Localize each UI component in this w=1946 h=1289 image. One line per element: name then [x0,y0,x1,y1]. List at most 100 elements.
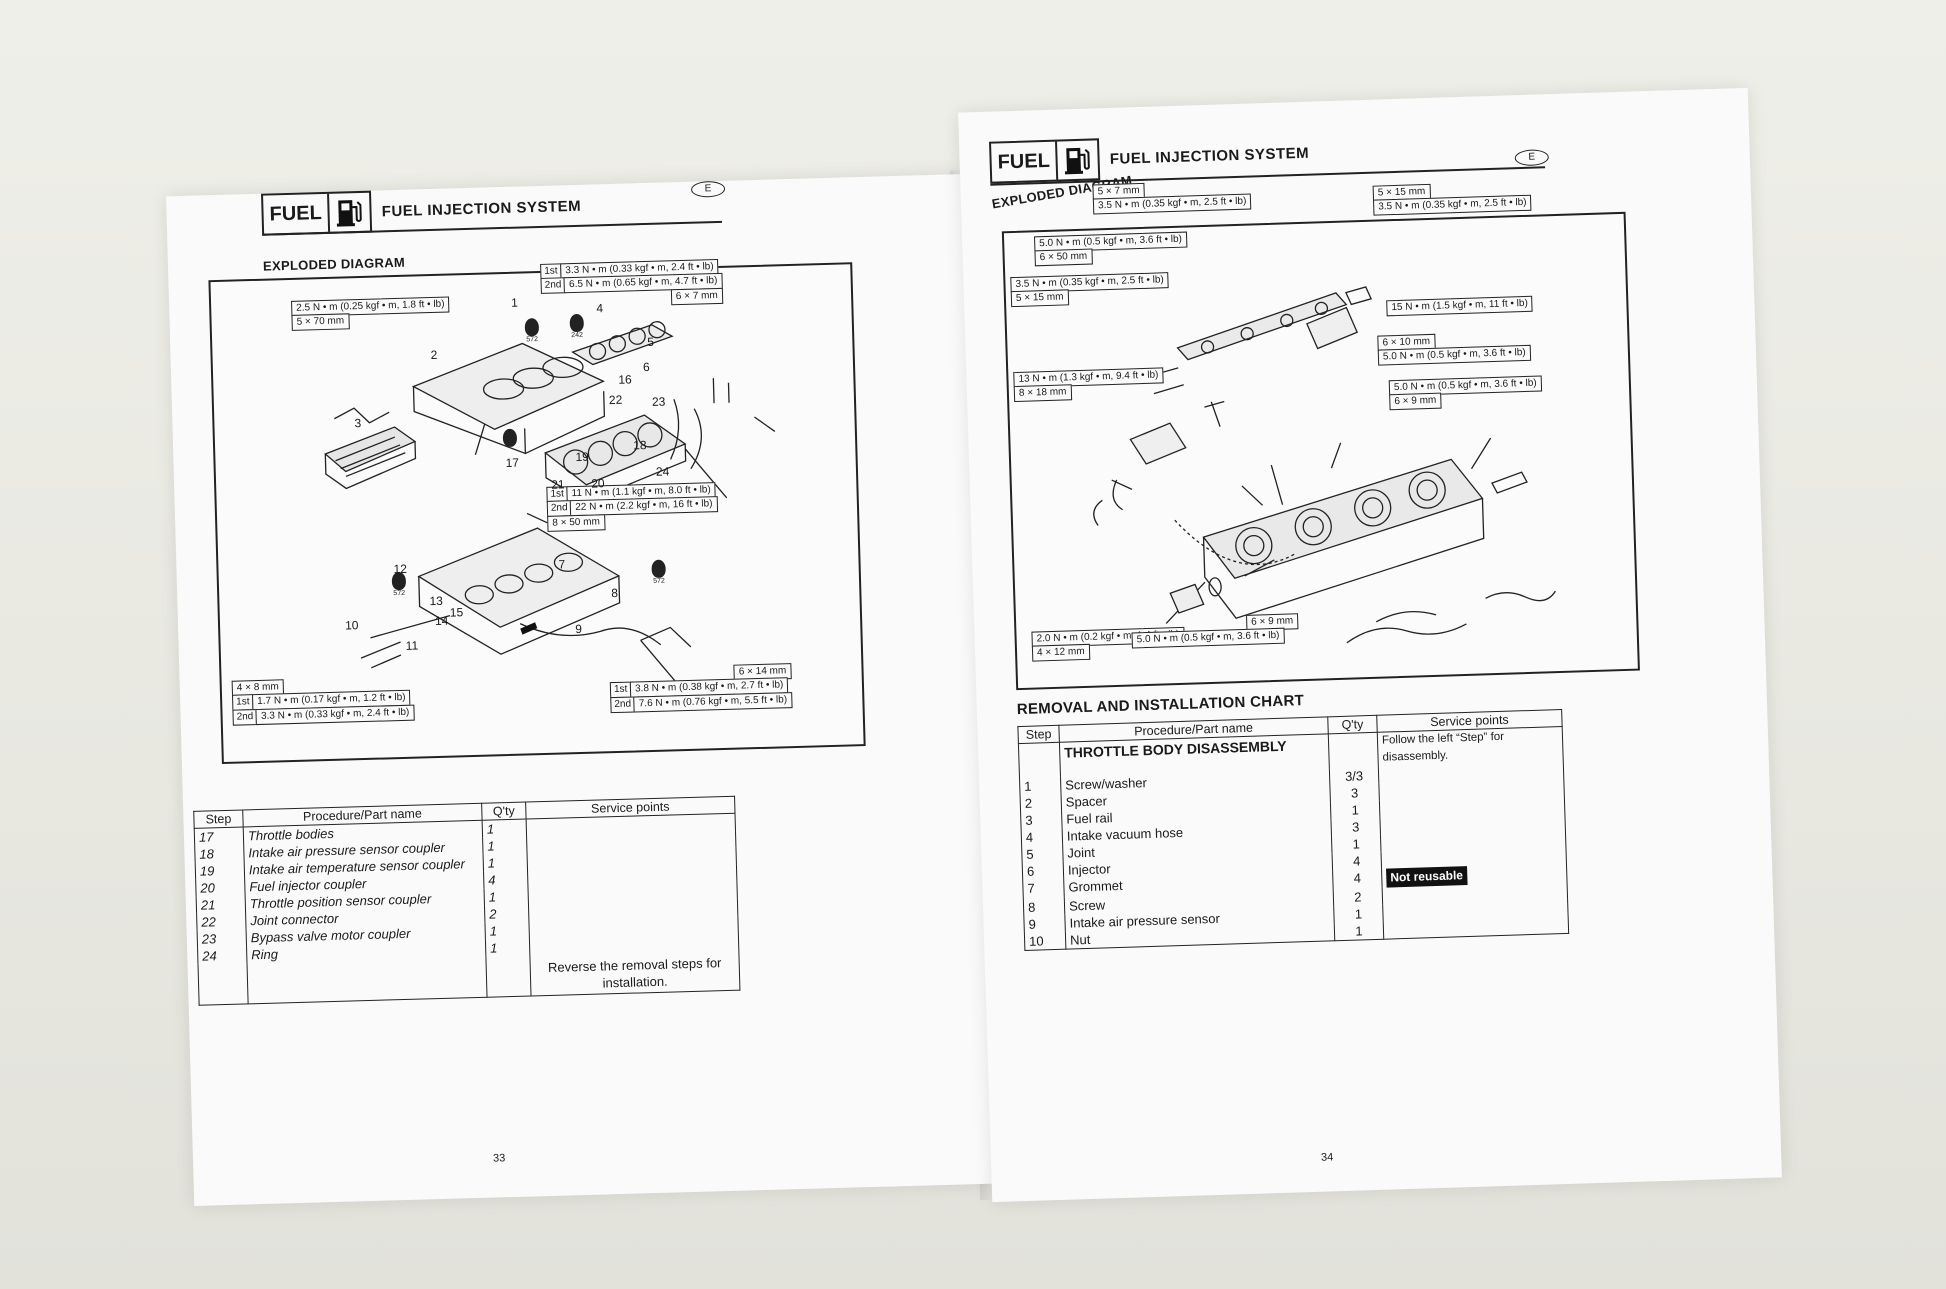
qty-cell: 4 [1332,851,1382,871]
callout: 14 [434,613,449,629]
qty-cell: 1 [483,853,528,872]
fuel-chapter-tab: FUEL [989,138,1101,184]
spec-step: 2nd [610,696,636,714]
step-cell: 8 [1023,897,1065,917]
spec-bolt-size: 5 × 70 mm [291,313,350,332]
chart-section-title: REMOVAL AND INSTALLATION CHART [1016,692,1305,719]
qty-cell: 1 [1333,904,1384,924]
callout: 20 [591,476,605,491]
spec-bolt-size: 5 × 15 mm [1010,289,1069,308]
sealant-code: 572 [653,577,665,585]
callout: 7 [558,557,566,572]
torque-spec-box: 5 × 15 mm 3.5 N • m (0.35 kgf • m, 2.5 f… [1372,182,1532,217]
spec-step: 2nd [232,709,258,726]
step-cell: 23 [197,929,247,948]
callout: 24 [655,464,670,479]
qty-cell: 1 [1334,921,1384,941]
step-cell: 22 [196,912,247,931]
page-number: 33 [492,1152,506,1165]
callout: 16 [618,372,632,387]
callout: 10 [344,618,359,633]
spec-bolt-size: 8 × 50 mm [547,514,606,532]
diagram-drawing [324,321,776,690]
step-cell: 4 [1021,827,1063,847]
callout: 13 [429,593,444,609]
install-note: Reverse the removal steps for installati… [529,949,740,996]
qty-cell: 1 [485,938,530,957]
qty-cell: 2 [1333,887,1383,907]
qty-cell: 1 [1331,834,1381,854]
qty-cell: 3 [1330,817,1381,837]
callout: 23 [651,394,666,409]
group-note: Follow the left “Step” for disassembly. [1377,726,1564,767]
fuel-pump-icon [1057,140,1098,179]
col-step: Step [1017,725,1060,744]
torque-spec-box: 6 × 9 mm 5.0 N • m (0.5 kgf • m, 3.6 ft … [1131,612,1299,649]
right-page: FUEL FUEL INJECTION SYSTEM E EXPLODED DI… [958,87,1782,1203]
qty-cell: 1 [1330,800,1380,820]
sealant-code: 242 [571,331,584,340]
torque-spec-box: 13 N • m (1.3 kgf • m, 9.4 ft • lb) 8 × … [1013,367,1164,403]
spec-bolt-size: 8 × 18 mm [1013,384,1072,403]
callout: 2 [430,347,438,363]
sealant-icon: 572 [648,559,669,585]
header-title: FUEL INJECTION SYSTEM [381,197,582,220]
left-header: FUEL FUEL INJECTION SYSTEM [261,185,582,236]
col-step: Step [193,809,244,829]
step-cell: 24 [197,946,248,965]
torque-spec-box: 5 × 7 mm 3.5 N • m (0.35 kgf • m, 2.5 ft… [1092,181,1252,215]
col-qty: Q'ty [1327,715,1378,734]
spec-bolt-size: 6 × 7 mm [670,287,724,306]
sealant-icon: 572 [522,318,543,344]
sealant-code: 572 [526,336,539,344]
spec-step: 2nd [540,277,566,295]
language-mark: E [1514,149,1550,167]
spec-bolt-size: 6 × 9 mm [1389,393,1442,411]
qty-cell: 1 [484,921,530,940]
torque-spec-box: 6 × 10 mm 5.0 N • m (0.5 kgf • m, 3.6 ft… [1377,332,1531,367]
callout: 8 [611,585,619,601]
sealant-code: 572 [393,589,406,598]
torque-spec-box: 5.0 N • m (0.5 kgf • m, 3.6 ft • lb) 6 ×… [1388,375,1543,411]
qty-cell: 3/3 [1329,766,1379,786]
diagram-drawing [1093,286,1556,644]
spec-bolt-size: 4 × 12 mm [1031,644,1090,663]
qty-cell: 3 [1329,783,1380,803]
col-qty: Q'ty [481,802,527,821]
step-cell: 21 [196,895,246,914]
callout: 6 [642,359,650,375]
callout: 5 [647,334,655,349]
exploded-diagram: 5 × 7 mm 3.5 N • m (0.35 kgf • m, 2.5 ft… [1001,182,1640,691]
step-cell: 9 [1023,914,1066,933]
sealant-icon [500,428,520,448]
qty-cell: 2 [484,904,529,923]
section-title: EXPLODED DIAGRAM [262,254,406,274]
left-parts-table: Step Procedure/Part name Q'ty Service po… [193,796,740,1006]
step-cell: 6 [1022,861,1064,881]
step-cell: 7 [1022,878,1065,900]
step-cell: 5 [1021,844,1064,864]
step-cell: 17 [194,826,244,846]
callout: 21 [551,477,565,492]
exploded-diagram: 2.5 N • m (0.25 kgf • m, 1.8 ft • lb) 5 … [208,258,866,765]
callout: 22 [608,392,623,408]
qty-cell: 1 [484,887,529,906]
fuel-label: FUEL [263,193,331,234]
sealant-icon: 242 [567,313,588,340]
qty-cell: 1 [482,819,527,838]
fuel-label: FUEL [991,141,1059,182]
callout: 1 [510,295,519,310]
torque-spec-box: 5.0 N • m (0.5 kgf • m, 3.6 ft • lb) 6 ×… [1033,231,1188,267]
step-cell: 19 [195,861,245,880]
step-cell: 2 [1020,793,1062,813]
fuel-chapter-tab: FUEL [261,190,373,236]
spec-bolt-size: 6 × 50 mm [1034,248,1093,267]
callout: 15 [449,605,464,620]
step-cell: 10 [1024,931,1066,951]
callout: 18 [632,438,647,453]
left-page: FUEL FUEL INJECTION SYSTEM E EXPLODED DI… [166,174,994,1206]
callout: 4 [596,301,604,316]
torque-spec-box: 3.5 N • m (0.35 kgf • m, 2.5 ft • lb) 5 … [1010,271,1170,308]
